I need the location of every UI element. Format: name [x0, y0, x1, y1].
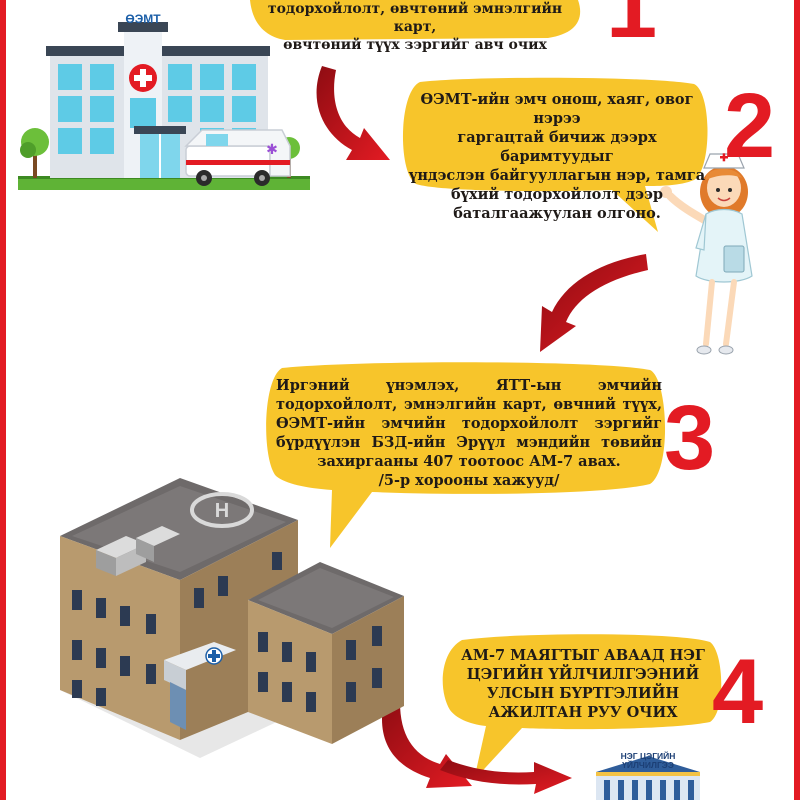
step-3-number: 3 [664, 387, 716, 489]
hospital-sign-label: ӨЭМТ [125, 12, 161, 26]
speech-bubble-1 [250, 0, 581, 40]
step-1-number: 1 [606, 0, 658, 57]
arrow-1-to-2 [316, 66, 390, 160]
step-2-line: баталгаажуулан олгоно. [453, 205, 661, 222]
nurse-illustration [660, 153, 753, 355]
service-center-building-illustration [596, 756, 700, 800]
speech-bubble-4 [442, 634, 722, 780]
step-3-line: Иргэний үнэмлэх, ЯТТ-ын эмчийн [276, 377, 662, 394]
tree-left [20, 128, 49, 178]
step-2-line: гаргацтай бичиж дээрх баримтуудыг [457, 129, 657, 165]
step-1-line: өвчтөний түүх зэргийг авч очих [283, 37, 547, 53]
service-center-sign: НЭГ ЦЭГИЙН ҮЙЛЧИЛГЭЭ [596, 752, 700, 770]
hospital-building-illustration: ✱ [18, 22, 310, 190]
step-2-line: үндэслэн байгууллагын нэр, тамга [408, 167, 706, 184]
isometric-hospital-illustration: H [60, 478, 404, 758]
right-red-border [794, 0, 800, 800]
step-3-note: /5-р хорооны хажууд/ [378, 472, 560, 489]
step-4-number: 4 [712, 641, 764, 743]
left-red-border [0, 0, 6, 800]
step-4-line: АЖИЛТАН РУУ ОЧИХ [488, 704, 678, 721]
step-2-line: ӨЭМТ-ийн эмч онош, хаяг, овог нэрээ [420, 91, 694, 127]
step-4-line: АМ-7 МАЯГТЫГ АВААД НЭГ [461, 647, 705, 664]
step-2-text: ӨЭМТ-ийн эмч онош, хаяг, овог нэрээ гарг… [404, 90, 710, 223]
arrow-2-to-3 [540, 254, 648, 352]
step-4-text: АМ-7 МАЯГТЫГ АВААД НЭГ ЦЭГИЙН ҮЙЛЧИЛГЭЭН… [452, 646, 714, 722]
step-1-line: тодорхойлолт, өвчтөний эмнэлгийн карт, [267, 1, 563, 35]
svg-text:H: H [215, 500, 229, 522]
service-center-sign-line: ҮЙЛЧИЛГЭЭ [622, 760, 674, 770]
step-2-number: 2 [724, 75, 776, 177]
ambulance-illustration: ✱ [184, 129, 291, 186]
speech-bubble-2 [402, 77, 708, 233]
svg-text:✱: ✱ [266, 142, 278, 158]
step-3-line: тодорхойлолт, эмнэлгийн карт, өвчний түү… [276, 396, 662, 413]
arrow-3-to-4 [381, 700, 572, 794]
step-3-text: Иргэний үнэмлэх, ЯТТ-ын эмчийн тодорхойл… [276, 376, 662, 490]
step-4-line: ЦЭГИЙН ҮЙЛЧИЛГЭЭНИЙ [466, 666, 700, 683]
step-1-text: тодорхойлолт, өвчтөний эмнэлгийн карт, ө… [262, 0, 568, 54]
step-2-line: бүхий тодорхойлолт дээр [450, 186, 664, 203]
step-4-line: УЛСЫН БҮРТГЭЛИЙН [486, 685, 680, 702]
step-3-line: ӨЭМТ-ийн эмчийн тодорхойлолт зэргийг [276, 415, 662, 432]
step-3-line: бүрдүүлэн БЗД-ийн Эрүүл мэндийн төвийн [276, 434, 662, 451]
step-3-line: захиргааны 407 тоотоос АМ-7 авах. [317, 453, 621, 470]
speech-bubble-3 [266, 362, 666, 548]
service-center-sign-line: НЭГ ЦЭГИЙН [620, 751, 676, 761]
